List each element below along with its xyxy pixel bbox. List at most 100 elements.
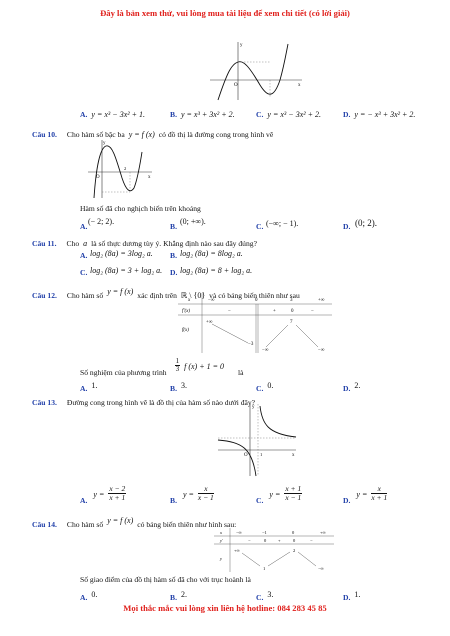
q11-option-b[interactable]: log₂ (8a) = 8log₂ a. B. (170, 246, 243, 264)
q9-option-d[interactable]: D. y = − x³ + 3x² + 2. (343, 104, 415, 122)
q9-option-d-expr: y = − x³ + 3x² + 2. (354, 110, 416, 119)
q14-option-a[interactable]: A. 0. (80, 587, 97, 605)
q10-option-d-expr: (0; 2). (355, 218, 377, 228)
q11-label: Câu 11. (32, 239, 57, 248)
q14-table-sign-3: + (278, 538, 281, 543)
q11-option-d[interactable]: log₂ (8a) = 8 + log₂ a. D. (170, 262, 252, 280)
q10-text-post: có đồ thị là đường cong trong hình vẽ (158, 130, 274, 139)
q11-text-post: là số thực dương tùy ý. Khẳng định nào s… (91, 239, 257, 248)
q12-frac-den: 3 (175, 364, 180, 373)
q12-table-sign-3: 0 (291, 309, 294, 314)
q14-option-d-val: 1. (354, 590, 361, 599)
q12-table-f-pos-inf: +∞ (206, 320, 213, 325)
q14-text-pre: Cho hàm số (66, 520, 104, 529)
q11-option-a[interactable]: log₂ (8a) = 3log₂ a. A. (80, 246, 153, 264)
q14-option-b-val: 2. (180, 590, 187, 599)
q14-table-y-two: 2 (293, 548, 295, 553)
q14-table-x-pos-inf: +∞ (320, 530, 326, 535)
q14-table-y-label: y (219, 556, 222, 561)
q9-option-a-expr: y = x³ − 3x² + 1. (91, 110, 146, 119)
q14-option-a-label: A. (80, 593, 88, 602)
svg-text:2: 2 (124, 166, 126, 171)
q10-option-c-label: C. (256, 222, 264, 231)
q14-label: Câu 14. (32, 520, 57, 529)
q13-graph: O y x 1 (217, 404, 297, 477)
q13-option-c-num: x + 1 (284, 484, 303, 494)
q13-option-d-den: x + 1 (371, 492, 388, 502)
q13-option-d-label: D. (343, 496, 351, 505)
q12-table-x-zero: 0 (255, 298, 258, 303)
q9-option-d-label: D. (343, 110, 351, 119)
q13-option-c[interactable]: C. y = x + 1 x − 1 (256, 484, 303, 505)
q12-table-sign-4: − (311, 309, 314, 314)
q11-option-c-expr: log₂ (8a) = 3 + log₂ a. (90, 266, 163, 275)
q13-option-d[interactable]: D. y = x x + 1 (343, 484, 388, 505)
q14-table-sign-2: 0 (264, 538, 267, 543)
q12-table-sign-1: − (228, 309, 231, 314)
q9-option-a[interactable]: A. y = x³ − 3x² + 1. (80, 104, 145, 122)
q12-option-b[interactable]: B. 3. (170, 378, 187, 396)
q10-option-c[interactable]: (−∞; − 1). C. (256, 216, 298, 234)
q12-option-c[interactable]: C. 0. (256, 378, 273, 396)
q12-domain: ℝ \ {0} (180, 291, 206, 300)
q12-sub-pre: Số nghiệm của phương trình (80, 368, 167, 377)
q14-option-b-label: B. (170, 593, 177, 602)
q14-option-b[interactable]: B. 2. (170, 587, 187, 605)
q10-stem: Câu 10. Cho hàm số bậc ba y = f (x) có đ… (32, 124, 273, 142)
q13-option-c-frac: x + 1 x − 1 (284, 484, 303, 502)
q13-option-c-label: C. (256, 496, 264, 505)
q13-option-d-num: x (371, 485, 388, 494)
q10-option-b-label: B. (170, 222, 177, 231)
q14-option-d-label: D. (343, 593, 351, 602)
q13-option-b-yeq: y = (182, 490, 194, 499)
q9-option-c[interactable]: C. y = x³ − 3x² + 2. (256, 104, 321, 122)
q12-variation-table: x −∞ 0 3 +∞ f′(x) − + 0 − f(x) +∞ −3 −∞ … (178, 293, 332, 353)
q12-option-a[interactable]: A. 1. (80, 378, 97, 396)
q14-text-post: có bảng biến thiên như hình sau: (137, 520, 237, 529)
q12-subquestion: Số nghiệm của phương trình 1 3 f (x) + 1… (80, 356, 243, 377)
q10-option-a[interactable]: (− 2; 2). A. (80, 216, 114, 234)
q13-option-c-den: x − 1 (285, 492, 302, 502)
q13-option-a-frac: x − 2 x + 1 (108, 485, 127, 502)
q11-option-c[interactable]: log₂ (8a) = 3 + log₂ a. C. (80, 262, 162, 280)
q9-option-a-label: A. (80, 110, 88, 119)
q10-option-b[interactable]: (0; +∞). B. (170, 216, 206, 234)
q12-table-fprime-label: f′(x) (182, 309, 190, 314)
q12-option-b-val: 3. (180, 381, 187, 390)
q9-option-b[interactable]: B. y = x³ + 3x² + 2. (170, 104, 235, 122)
svg-text:x: x (298, 83, 301, 88)
q12-table-x-pos-inf: +∞ (318, 298, 325, 303)
q10-subquestion: Hàm số đã cho nghịch biến trên khoảng (80, 204, 201, 213)
q9-option-b-expr: y = x³ + 3x² + 2. (180, 110, 235, 119)
q13-option-a[interactable]: A. y = x − 2 x + 1 (80, 484, 127, 505)
q14-func: y = f (x) (107, 516, 134, 525)
q12-option-d-val: 2. (354, 381, 361, 390)
q14-table-y-pos-inf: +∞ (234, 548, 240, 553)
q12-text-mid: xác định trên (137, 291, 177, 300)
q14-subquestion: Số giao điểm của đồ thị hàm số đã cho vớ… (80, 575, 251, 584)
q14-option-d[interactable]: D. 1. (343, 587, 360, 605)
svg-text:O: O (234, 83, 238, 88)
q11-option-d-expr: log₂ (8a) = 8 + log₂ a. (180, 266, 253, 275)
q12-option-d-label: D. (343, 384, 351, 393)
q10-text-pre: Cho hàm số bậc ba (66, 130, 125, 139)
q12-frac-num: 1 (174, 356, 181, 366)
q10-option-a-label: A. (80, 222, 88, 231)
q9-option-b-label: B. (170, 110, 177, 119)
q12-option-d[interactable]: D. 2. (343, 378, 360, 396)
q13-option-a-den: x + 1 (109, 492, 126, 502)
q12-table-x-label: x (187, 298, 191, 303)
header-banner: Đây là bản xem thử, vui lòng mua tài liệ… (100, 8, 350, 18)
svg-text:1: 1 (260, 452, 262, 457)
q11-option-a-label: A. (80, 251, 88, 260)
q14-option-c[interactable]: C. 3. (256, 587, 273, 605)
q10-option-d[interactable]: (0; 2). D. (343, 216, 377, 234)
q10-option-c-expr: (−∞; − 1). (266, 219, 299, 228)
q12-func: y = f (x) (107, 287, 134, 296)
q13-option-d-yeq: y = (356, 490, 368, 499)
q14-variation-table: x −∞ −1 0 +∞ y′ − 0 + 0 − y +∞ 1 2 −∞ (214, 528, 334, 572)
q14-table-yprime-label: y′ (219, 538, 224, 543)
footer-banner: Mọi thắc mắc vui lòng xin liên hệ hotlin… (123, 603, 327, 613)
q13-option-b[interactable]: B. y = x x − 1 (170, 484, 214, 505)
q9-option-c-label: C. (256, 110, 264, 119)
